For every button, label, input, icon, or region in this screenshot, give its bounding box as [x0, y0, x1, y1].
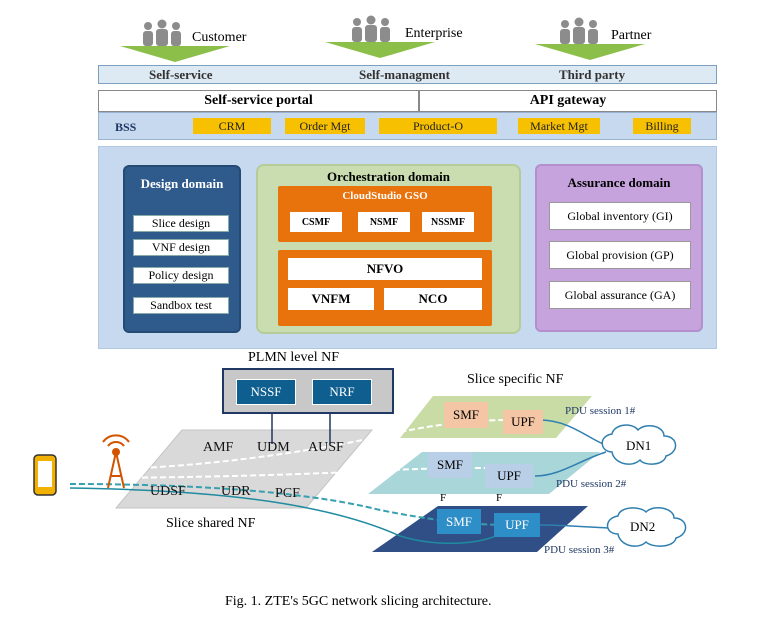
orchestration-domain-title: Orchestration domain	[327, 169, 450, 184]
people-group-icon	[535, 17, 645, 60]
slice-3-upf: UPF	[494, 513, 540, 537]
design-item: Policy design	[133, 267, 229, 284]
nf-udsf: UDSF	[150, 484, 186, 499]
people-group-icon	[325, 15, 435, 58]
domain-panel: Design domain Slice design VNF design Po…	[98, 146, 717, 349]
slice-2-upf: UPF	[485, 464, 533, 488]
nfvo-group: NFVO VNFM NCO	[278, 250, 492, 326]
design-domain: Design domain Slice design VNF design Po…	[123, 165, 241, 333]
figure-caption: Fig. 1. ZTE's 5GC network slicing archit…	[225, 594, 492, 609]
self-service-portal: Self-service portal	[98, 90, 419, 112]
slice-specific-title: Slice specific NF	[467, 372, 564, 387]
slice-3-smf: SMF	[437, 509, 481, 534]
bss-item-crm: CRM	[193, 118, 271, 134]
nf-pcf: PCF	[275, 486, 300, 501]
bss-row: BSS CRM Order Mgt Product-O Market Mgt B…	[98, 112, 717, 140]
gso-item-csmf: CSMF	[290, 212, 342, 232]
nf-udm: UDM	[257, 440, 290, 455]
nf-nrf: NRF	[312, 379, 372, 405]
bss-item-product-o: Product-O	[379, 118, 497, 134]
slice-shared-title: Slice shared NF	[166, 516, 256, 531]
persona-enterprise: Enterprise	[325, 14, 495, 58]
slice-1-upf: UPF	[503, 410, 543, 434]
f-mark: F	[496, 492, 503, 504]
persona-partner: Partner	[535, 16, 695, 60]
api-gateway: API gateway	[419, 90, 717, 112]
persona-label: Partner	[611, 28, 652, 43]
phone-icon	[33, 454, 57, 496]
slice-2-session: PDU session 2#	[556, 478, 627, 490]
bss-label: BSS	[115, 120, 137, 134]
persona-label: Customer	[192, 30, 247, 45]
cell-tower-icon	[102, 434, 130, 489]
assurance-domain-title: Assurance domain	[567, 175, 671, 190]
dn1-label: DN1	[626, 438, 652, 453]
nf-amf: AMF	[203, 440, 234, 455]
gso-title: CloudStudio GSO	[342, 190, 428, 202]
assurance-item: Global provision (GP)	[549, 241, 691, 269]
bss-item-market-mgt: Market Mgt	[518, 118, 600, 134]
nco: NCO	[384, 288, 482, 310]
design-item: VNF design	[133, 239, 229, 256]
design-domain-title: Design domain	[140, 176, 224, 191]
plmn-nf-box: NSSF NRF	[222, 368, 394, 414]
gso-item-nssmf: NSSMF	[422, 212, 474, 232]
assurance-item: Global assurance (GA)	[549, 281, 691, 309]
bss-item-billing: Billing	[633, 118, 691, 134]
plmn-title: PLMN level NF	[248, 350, 339, 365]
service-item: Self-managment	[359, 67, 450, 82]
people-group-icon	[120, 19, 230, 62]
cloud-icon	[601, 424, 687, 547]
slice-1-plane	[400, 396, 592, 438]
f-mark: F	[440, 492, 447, 504]
service-bar: Self-service Self-managment Third party	[98, 65, 717, 84]
slice-2-smf: SMF	[428, 452, 472, 478]
service-item: Third party	[559, 67, 626, 82]
nfvo: NFVO	[288, 258, 482, 280]
slice-1-smf: SMF	[444, 402, 488, 428]
vnfm: VNFM	[288, 288, 374, 310]
slice-2-plane	[368, 452, 600, 494]
persona-label: Enterprise	[405, 26, 463, 41]
bss-item-order-mgt: Order Mgt	[285, 118, 365, 134]
nf-nssf: NSSF	[236, 379, 296, 405]
assurance-item: Global inventory (GI)	[549, 202, 691, 230]
service-item: Self-service	[149, 67, 213, 82]
slice-1-session: PDU session 1#	[565, 405, 636, 417]
design-item: Slice design	[133, 215, 229, 232]
nf-udr: UDR	[221, 484, 251, 499]
persona-customer: Customer	[120, 18, 280, 62]
cloudstudio-gso: CloudStudio GSO CSMF NSMF NSSMF	[278, 186, 492, 242]
gso-item-nsmf: NSMF	[358, 212, 410, 232]
assurance-domain: Assurance domain Global inventory (GI) G…	[535, 164, 703, 332]
design-item: Sandbox test	[133, 297, 229, 314]
slice-3-session: PDU session 3#	[544, 544, 615, 556]
nf-ausf: AUSF	[308, 440, 344, 455]
orchestration-domain: Orchestration domain CloudStudio GSO CSM…	[256, 164, 521, 334]
dn2-label: DN2	[630, 519, 656, 534]
